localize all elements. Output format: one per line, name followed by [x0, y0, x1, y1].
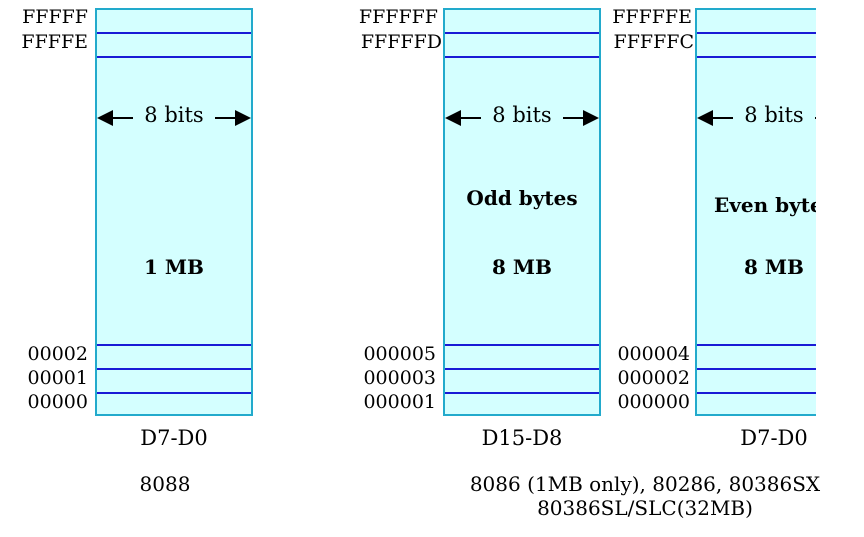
cpu-label-line-1: 8086 (1MB only), 80286, 80386SX: [469, 472, 821, 496]
cpu-label-8088: 8088: [139, 472, 191, 496]
cpu-label-16bit-group: 8086 (1MB only), 80286, 80386SX 80386SL/…: [460, 472, 830, 520]
row-divider: [97, 32, 251, 34]
width-arrow-right: [563, 110, 599, 126]
addr-odd-bottom-2: 000001: [363, 391, 436, 413]
addr-odd-top-0: FFFFFF: [358, 6, 438, 28]
addr-8088-bottom-0: 00002: [27, 343, 88, 365]
addr-even-top-0: FFFFFE: [612, 6, 692, 28]
row-divider: [97, 368, 251, 370]
size-label: 8 MB: [492, 255, 552, 279]
width-arrow-left: [445, 110, 481, 126]
addr-odd-bottom-0: 000005: [363, 343, 436, 365]
row-divider: [97, 344, 251, 346]
width-label: 8 bits: [744, 103, 804, 127]
width-label: 8 bits: [144, 103, 204, 127]
row-divider: [697, 56, 851, 58]
addr-even-bottom-0: 000004: [617, 343, 690, 365]
row-divider: [697, 392, 851, 394]
addr-even-bottom-1: 000002: [617, 367, 690, 389]
size-label: 1 MB: [144, 255, 204, 279]
size-label: 8 MB: [744, 255, 804, 279]
width-arrow-right: [215, 110, 251, 126]
image-crop-edge: [816, 0, 864, 537]
addr-8088-bottom-2: 00000: [27, 391, 88, 413]
row-divider: [445, 344, 599, 346]
row-divider: [445, 32, 599, 34]
width-arrow-left: [697, 110, 733, 126]
row-divider: [445, 368, 599, 370]
row-divider: [445, 56, 599, 58]
row-divider: [97, 392, 251, 394]
bank-top-cut-mark: [487, 0, 527, 4]
width-arrow-left: [97, 110, 133, 126]
width-label: 8 bits: [492, 103, 552, 127]
row-divider: [445, 392, 599, 394]
addr-odd-top-1: FFFFFD: [360, 31, 442, 53]
addr-8088-top-0: FFFFF: [22, 6, 88, 28]
row-divider: [697, 32, 851, 34]
addr-8088-top-1: FFFFE: [21, 31, 88, 53]
bus-label-odd: D15-D8: [481, 426, 563, 450]
bank-type-label: Even bytes: [714, 193, 834, 217]
row-divider: [97, 56, 251, 58]
addr-even-top-1: FFFFFC: [613, 31, 694, 53]
addr-even-bottom-2: 000000: [617, 391, 690, 413]
row-divider: [697, 368, 851, 370]
bus-label-8088: D7-D0: [140, 426, 208, 450]
bus-label-even: D7-D0: [740, 426, 808, 450]
memory-bank-8088: 8 bits 1 MB: [95, 8, 253, 416]
addr-8088-bottom-1: 00001: [27, 367, 88, 389]
cpu-label-line-2: 80386SL/SLC(32MB): [537, 496, 753, 520]
addr-odd-bottom-1: 000003: [363, 367, 436, 389]
row-divider: [697, 344, 851, 346]
memory-bank-odd: 8 bits Odd bytes 8 MB: [443, 8, 601, 416]
bank-type-label: Odd bytes: [466, 186, 578, 210]
